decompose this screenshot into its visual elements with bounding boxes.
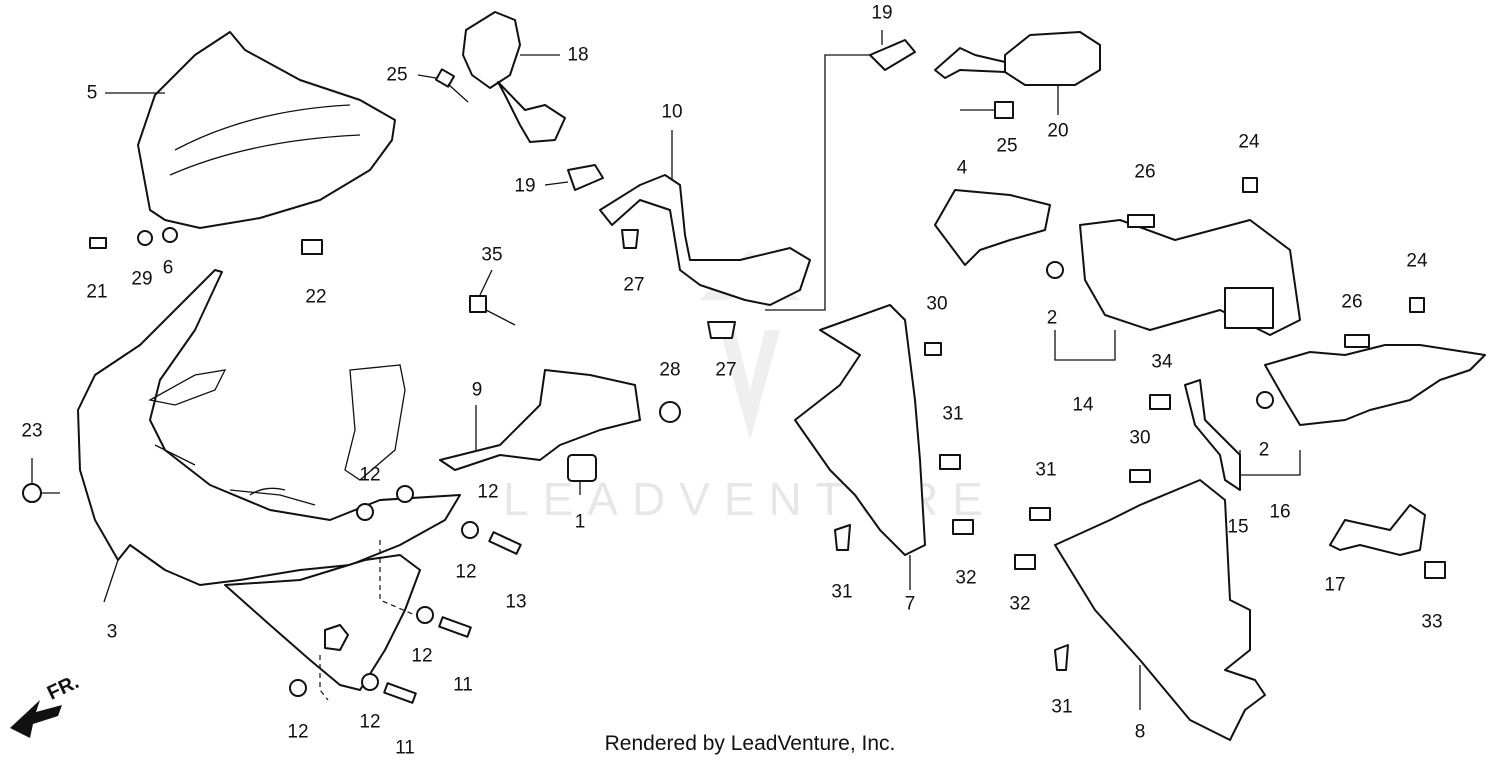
air-duct-16 [1264,344,1486,426]
callout-19: 19 [871,3,892,24]
clip-27-upper [621,229,639,249]
fairing-bracket-9 [439,369,641,471]
callout-33: 33 [1421,612,1442,633]
fairing-stay [599,174,811,306]
bolt-25-right [960,101,1014,119]
callout-15: 15 [1227,517,1248,538]
render-credit: Rendered by LeadVenture, Inc. [604,732,896,755]
callout-11: 11 [395,738,415,759]
callout-7: 7 [905,594,916,615]
callout-12: 12 [359,465,380,486]
callout-17: 17 [1324,575,1345,596]
callout-12: 12 [411,646,432,667]
callout-4: 4 [957,158,968,179]
callout-31: 31 [1051,697,1072,718]
callout-25: 25 [386,65,407,86]
callout-12: 12 [455,562,476,583]
callout-27: 27 [715,360,736,381]
callout-14: 14 [1072,395,1094,416]
callout-6: 6 [163,258,174,279]
callout-1: 1 [575,512,586,533]
lower-panel-8 [1054,479,1266,741]
callout-30: 30 [1129,428,1150,449]
right-mirror [934,31,1101,115]
left-mirror [462,11,566,143]
callout-34: 34 [1151,352,1173,373]
screw-23 [22,458,60,503]
callout-10: 10 [661,102,682,123]
callout-31: 31 [831,582,852,603]
callout-11: 11 [453,675,473,696]
callout-29: 29 [131,269,152,290]
bolt-25-left [417,68,469,103]
clip-27-lower [707,321,736,339]
callout-12: 12 [359,712,380,733]
bracket-15 [1184,379,1241,491]
front-direction-arrow: FR. [10,671,82,738]
callout-35: 35 [481,245,502,266]
clamp-19-left [567,164,604,191]
callout-5: 5 [87,83,98,104]
callout-32: 32 [1009,594,1030,615]
bracket-4 [934,189,1051,266]
callout-3: 3 [107,622,118,643]
nut-28 [659,401,681,423]
small-fasteners [89,177,1446,704]
callout-labels: 1 2 2 2 3 4 5 6 7 8 9 10 11 11 12 12 12 … [21,3,1442,759]
callout-9: 9 [472,380,483,401]
svg-text:FR.: FR. [44,671,82,705]
callout-24: 24 [1238,132,1260,153]
windscreen [137,31,396,229]
callout-18: 18 [567,45,588,66]
callout-26: 26 [1341,292,1362,313]
clamp-19-right [869,39,916,71]
bracket-17 [1329,504,1426,556]
callout-31: 31 [1035,460,1056,481]
callout-2: 2 [1047,308,1058,329]
callout-32: 32 [955,568,976,589]
callout-2: 2 [1259,440,1270,461]
callout-20: 20 [1047,121,1068,142]
callout-26: 26 [1134,162,1155,183]
callout-27: 27 [623,275,644,296]
callout-24: 24 [1406,251,1428,272]
upper-cowl [77,269,461,586]
callout-23: 23 [21,421,42,442]
lower-cowl-panel [224,554,421,691]
callout-25: 25 [996,136,1017,157]
grommet-1 [567,454,597,482]
callout-13: 13 [505,592,526,613]
callout-28: 28 [659,360,680,381]
callout-22: 22 [305,287,326,308]
bolt-35 [469,269,516,326]
callout-16: 16 [1269,502,1290,523]
callout-19: 19 [514,176,535,197]
inner-panel-7 [794,304,926,556]
callout-30: 30 [926,294,947,315]
callout-12: 12 [287,722,308,743]
callout-21: 21 [86,282,107,303]
callout-12: 12 [477,482,498,503]
callout-31: 31 [942,404,963,425]
callout-8: 8 [1135,722,1146,743]
